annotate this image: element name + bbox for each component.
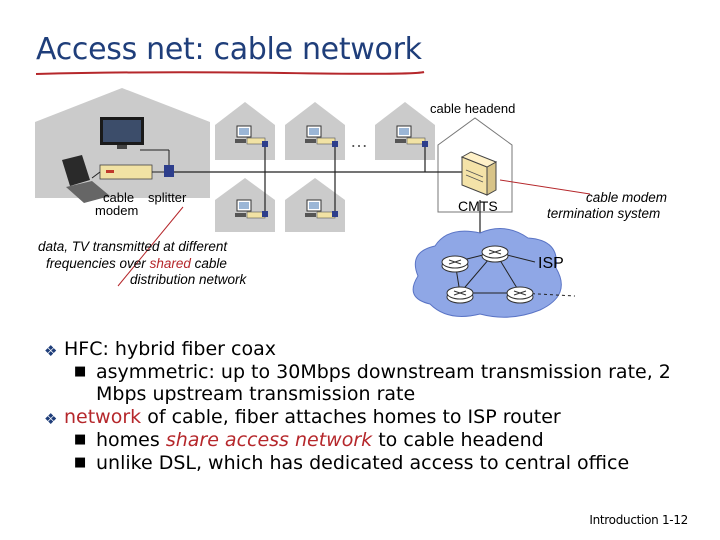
router-icon [481, 245, 509, 263]
laptop-icon [62, 155, 110, 203]
cable-modem-label-2: modem [95, 203, 139, 218]
note-line2: frequencies over shared cable [46, 256, 227, 272]
diamond-bullet-icon: ❖ [44, 342, 58, 360]
subbullet-homes-pre: homes [96, 429, 160, 451]
subbullet-homes: ■ homes share access network to cable he… [44, 429, 704, 451]
bullet-hfc-text: HFC: hybrid fiber coax [64, 338, 276, 360]
cable-network-diagram [35, 88, 591, 318]
cmts-label: CMTS [458, 198, 498, 214]
note-line2-post: cable [194, 256, 227, 271]
coax-cable [174, 145, 481, 262]
cable-headend-label: cable headend [430, 101, 516, 116]
cmts-icon [460, 151, 498, 196]
cable-modem-label: cable [103, 190, 135, 205]
slide-footer: Introduction 1-12 [589, 513, 688, 527]
footer-page-number: 1-12 [661, 513, 688, 527]
subbullet-asymmetric-line1: asymmetric: up to 30Mbps downstream tran… [96, 361, 671, 383]
bullet-list: ❖ HFC: hybrid fiber coax ■ asymmetric: u… [44, 338, 704, 475]
title-underline [35, 71, 425, 75]
splitter-icon [164, 165, 174, 177]
note-line2-pre: frequencies over [46, 256, 146, 271]
square-bullet-icon: ■ [74, 432, 87, 447]
router-icon [441, 255, 469, 273]
footer-section: Introduction [589, 513, 659, 527]
note-shared-word: shared [149, 256, 191, 271]
bullet-network-accent: network [64, 406, 142, 428]
isp-cloud [412, 228, 562, 318]
isp-label: ISP [538, 255, 564, 272]
cmts-description-line1: cable modem [586, 190, 668, 205]
more-homes-ellipsis: … [350, 131, 368, 151]
note-line3: distribution network [130, 272, 247, 287]
home-row-bottom [215, 178, 345, 232]
subbullet-asymmetric-line2: Mbps upstream transmission rate [96, 383, 416, 405]
square-bullet-icon: ■ [74, 364, 87, 379]
bullet-hfc: ❖ HFC: hybrid fiber coax [44, 338, 704, 360]
annotation-pointers [117, 179, 591, 287]
bullet-network-text: of cable, fiber attaches homes to ISP ro… [147, 406, 561, 428]
router-icon [446, 286, 474, 304]
splitter-label: splitter [148, 190, 187, 205]
router-icon [506, 286, 534, 304]
bullet-network: ❖ network of cable, fiber attaches homes… [44, 406, 704, 428]
cmts-description-line2: termination system [547, 206, 661, 221]
subbullet-asymmetric: ■ asymmetric: up to 30Mbps downstream tr… [44, 361, 704, 405]
subbullet-dsl-text: unlike DSL, which has dedicated access t… [96, 452, 630, 474]
subbullet-homes-post: to cable headend [378, 429, 544, 451]
note-line1: data, TV transmitted at different [38, 239, 228, 254]
cable-modem-icon [99, 164, 153, 180]
cable-taps [262, 141, 428, 217]
square-bullet-icon: ■ [74, 455, 87, 470]
slide-title: Access net: cable network [36, 32, 422, 67]
subbullet-dsl: ■ unlike DSL, which has dedicated access… [44, 452, 704, 474]
diamond-bullet-icon: ❖ [44, 410, 58, 428]
home-wiring [91, 149, 170, 179]
tv-icon [100, 117, 144, 149]
subbullet-homes-accent: share access network [165, 429, 373, 451]
